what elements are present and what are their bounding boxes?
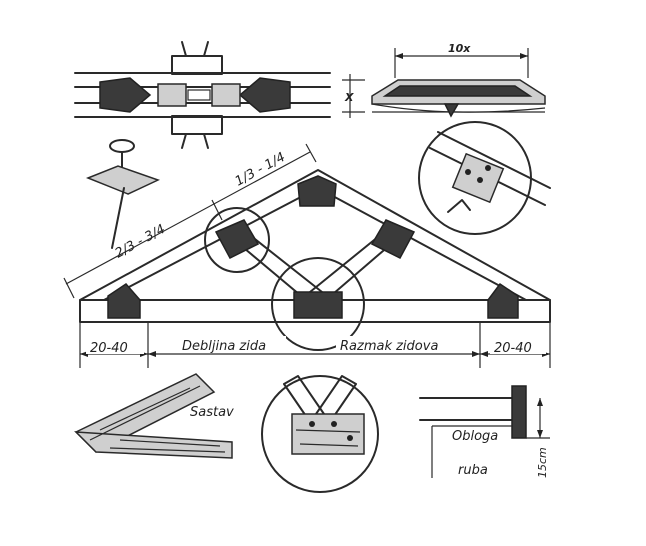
plate-thickness-detail: 10x X xyxy=(342,42,546,118)
top-clamp xyxy=(171,55,223,75)
ratio-top-label: 1/3 - 1/4 xyxy=(233,150,288,190)
node-circle-detail xyxy=(261,375,379,493)
edge-dim-label: 15cm xyxy=(536,447,549,478)
edge-cover-detail: Obloga ruba 15cm xyxy=(419,385,550,478)
chord-plate-circle-detail xyxy=(418,121,551,235)
edge-cover-label-2: ruba xyxy=(458,463,488,478)
joint-label: Sastav xyxy=(190,405,234,420)
apex-plate xyxy=(297,175,337,207)
left-heel-plate xyxy=(107,283,141,319)
edge-cover-label-1: Obloga xyxy=(452,429,498,444)
eave-left-label: 20-40 xyxy=(90,341,128,356)
wall-spacing-label: Razmak zidova xyxy=(340,339,438,354)
center-plate xyxy=(293,291,343,319)
dim-x-label: X xyxy=(344,91,354,104)
bottom-clamp xyxy=(171,115,223,135)
splice-joint-detail xyxy=(74,41,331,149)
right-heel-plate xyxy=(487,282,519,319)
roof-truss xyxy=(79,169,551,351)
right-web-plate xyxy=(370,219,416,259)
rafter-proportion-dimension: 1/3 - 1/4 2/3 - 3/4 xyxy=(63,143,317,299)
left-wedge-plate xyxy=(99,77,152,113)
lap-joint-detail: Sastav xyxy=(74,373,234,459)
left-web-plate xyxy=(214,219,260,259)
eave-right-label: 20-40 xyxy=(494,341,532,356)
right-wedge-plate xyxy=(238,77,291,113)
top-chords xyxy=(79,169,551,301)
span-dimensions: 20-40 Debljina zida Razmak zidova 20-40 xyxy=(79,322,551,368)
wall-thickness-label: Debljina zida xyxy=(182,339,266,354)
dim-10x-label: 10x xyxy=(448,42,471,55)
nail-detail xyxy=(85,139,160,249)
